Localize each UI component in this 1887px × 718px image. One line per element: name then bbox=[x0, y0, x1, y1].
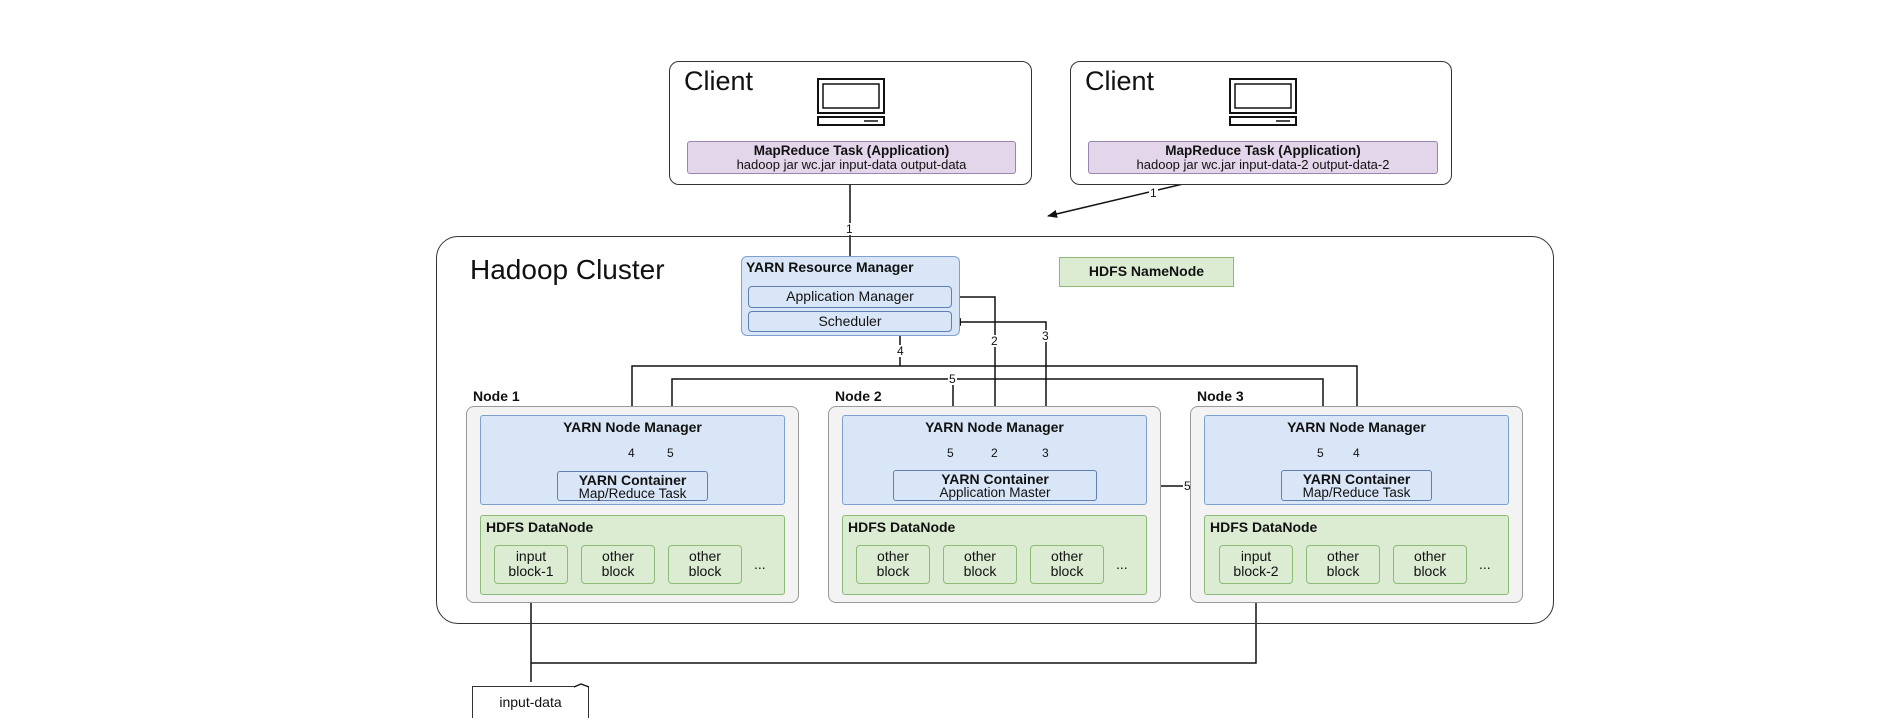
step-label: 5 bbox=[1317, 446, 1324, 460]
block-line-2: block bbox=[688, 563, 722, 579]
app-command: hadoop jar wc.jar input-data-2 output-da… bbox=[1136, 157, 1390, 172]
block-line-2: block-1 bbox=[508, 563, 554, 579]
node-1-node-manager: YARN Node Manager bbox=[480, 415, 785, 505]
container-title: YARN Container bbox=[941, 471, 1049, 487]
step-label: 5 bbox=[947, 446, 954, 460]
step-label: 3 bbox=[1041, 329, 1050, 343]
block-line-2: block-2 bbox=[1233, 563, 1279, 579]
container-subtitle: Map/Reduce Task bbox=[578, 486, 687, 501]
step-label: 4 bbox=[1353, 446, 1360, 460]
scheduler: Scheduler bbox=[748, 311, 952, 332]
block-line-1: input bbox=[1240, 548, 1272, 564]
client-title: Client bbox=[684, 66, 754, 96]
step-label: 5 bbox=[667, 446, 674, 460]
node-2-yarn-container: YARN Container Application Master bbox=[893, 470, 1097, 501]
arrow-4-to-node1 bbox=[628, 365, 1358, 416]
hdfs-namenode: HDFS NameNode bbox=[1059, 257, 1234, 287]
node-2-label: Node 2 bbox=[835, 388, 882, 404]
resource-manager-title: YARN Resource Manager bbox=[746, 259, 914, 275]
node-1-label: Node 1 bbox=[473, 388, 520, 404]
client-box-2: Client MapReduce Task (Application) hado… bbox=[1070, 61, 1452, 185]
node-manager-title: YARN Node Manager bbox=[563, 419, 702, 435]
block-line-1: other bbox=[877, 548, 909, 564]
step-label: 2 bbox=[990, 334, 999, 348]
datanode-title: HDFS DataNode bbox=[848, 519, 956, 535]
block-line-2: block bbox=[1326, 563, 1360, 579]
step-label: 4 bbox=[896, 344, 905, 358]
mapreduce-app-box: MapReduce Task (Application) hadoop jar … bbox=[1088, 141, 1438, 174]
mapreduce-app-box: MapReduce Task (Application) hadoop jar … bbox=[687, 141, 1016, 174]
container-subtitle: Map/Reduce Task bbox=[1302, 485, 1411, 500]
app-command: hadoop jar wc.jar input-data output-data bbox=[736, 157, 967, 172]
computer-icon bbox=[817, 78, 885, 126]
client-box-1: Client MapReduce Task (Application) hado… bbox=[669, 61, 1032, 185]
block-line-1: other bbox=[1414, 548, 1446, 564]
step-label: 5 bbox=[1183, 479, 1192, 493]
file-corner-icon bbox=[573, 683, 590, 688]
client-title: Client bbox=[1085, 66, 1155, 96]
more-blocks-ellipsis: ... bbox=[1116, 556, 1128, 572]
arrow-5-to-node3 bbox=[953, 378, 1327, 416]
computer-icon bbox=[1229, 78, 1297, 126]
block-line-1: other bbox=[1327, 548, 1359, 564]
block-line-1: other bbox=[689, 548, 721, 564]
container-title: YARN Container bbox=[1302, 471, 1411, 487]
step-label: 3 bbox=[1042, 446, 1049, 460]
application-manager: Application Manager bbox=[748, 286, 952, 308]
node-3-label: Node 3 bbox=[1197, 388, 1244, 404]
block-line-1: other bbox=[1051, 548, 1083, 564]
block-line-1: other bbox=[964, 548, 996, 564]
arrow-2-am-to-nm2 bbox=[952, 296, 999, 416]
app-title: MapReduce Task (Application) bbox=[753, 143, 950, 158]
arrow-input-to-block2 bbox=[531, 583, 1260, 664]
arrow-3-nm2-to-scheduler bbox=[951, 318, 1047, 415]
more-blocks-ellipsis: ... bbox=[1479, 556, 1491, 572]
node-1-yarn-container: YARN Container Map/Reduce Task bbox=[557, 471, 708, 501]
more-blocks-ellipsis: ... bbox=[754, 556, 766, 572]
input-data-file: input-data bbox=[472, 686, 589, 718]
datanode-title: HDFS DataNode bbox=[486, 519, 594, 535]
block-line-2: block bbox=[876, 563, 910, 579]
step-label: 2 bbox=[991, 446, 998, 460]
arrow-5-to-node1 bbox=[668, 378, 954, 416]
node-manager-title: YARN Node Manager bbox=[925, 419, 1064, 435]
block-line-1: input bbox=[515, 548, 547, 564]
container-subtitle: Application Master bbox=[939, 485, 1051, 500]
container-title: YARN Container bbox=[578, 472, 687, 488]
hadoop-cluster bbox=[436, 236, 1554, 624]
node-3-yarn-container: YARN Container Map/Reduce Task bbox=[1281, 470, 1432, 501]
block-line-2: block bbox=[1050, 563, 1084, 579]
block-line-2: block bbox=[963, 563, 997, 579]
datanode-title: HDFS DataNode bbox=[1210, 519, 1318, 535]
app-title: MapReduce Task (Application) bbox=[1165, 143, 1361, 158]
cluster-title: Hadoop Cluster bbox=[470, 254, 665, 285]
step-label: 5 bbox=[948, 372, 957, 386]
step-label: 4 bbox=[628, 446, 635, 460]
step-label: 1 bbox=[845, 222, 854, 236]
block-line-2: block bbox=[601, 563, 635, 579]
block-line-2: block bbox=[1413, 563, 1447, 579]
step-label: 1 bbox=[1149, 186, 1158, 200]
node-manager-title: YARN Node Manager bbox=[1287, 419, 1426, 435]
block-line-1: other bbox=[602, 548, 634, 564]
